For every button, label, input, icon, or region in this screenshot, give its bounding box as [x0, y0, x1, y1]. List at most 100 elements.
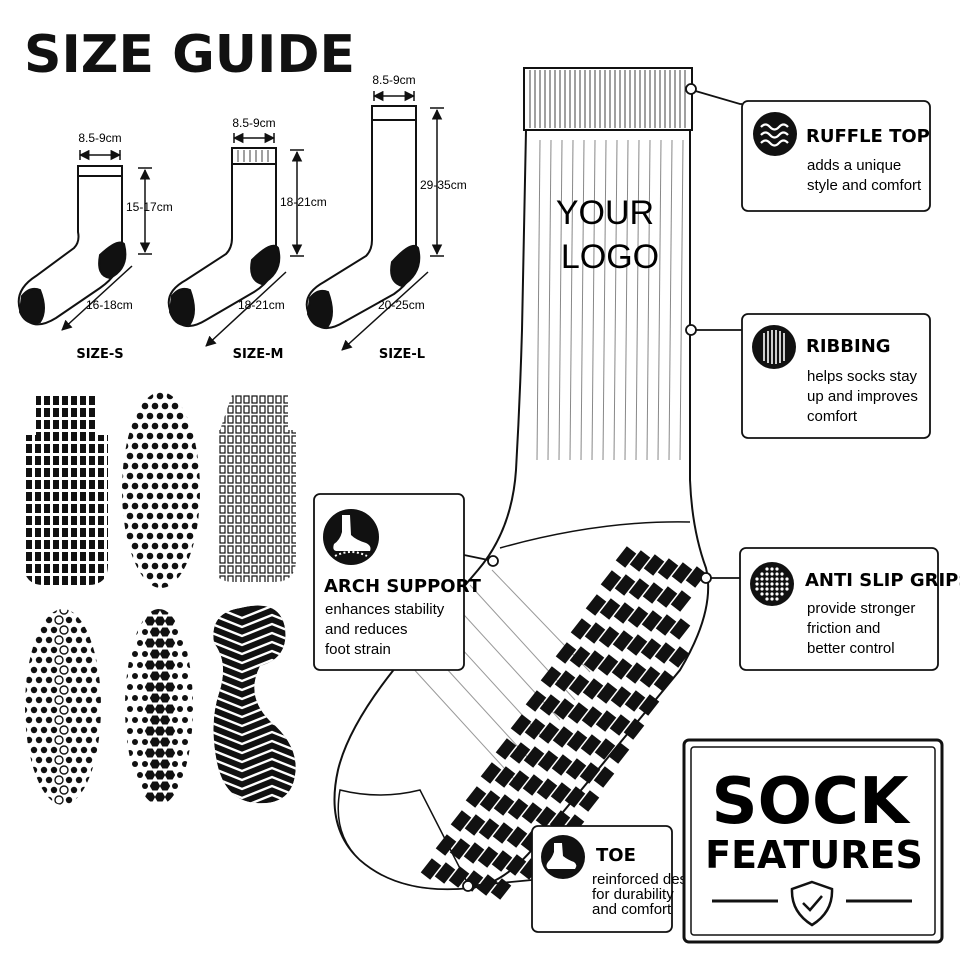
- grip-block: [44, 528, 50, 537]
- grip-dot: [90, 726, 98, 734]
- icon-dot: [765, 582, 769, 586]
- grip-block: [521, 802, 543, 824]
- grip-block: [599, 598, 621, 620]
- grip-block-outline: [267, 505, 274, 514]
- grip-block: [614, 574, 636, 596]
- grip-block: [26, 588, 32, 597]
- grip-dot: [171, 482, 179, 490]
- grip-block: [53, 444, 59, 453]
- grip-block-outline: [251, 425, 258, 434]
- grip-block-outline: [291, 565, 296, 574]
- grip-dot: [187, 706, 193, 712]
- grip-dot: [151, 462, 159, 470]
- grip-ring: [59, 765, 69, 775]
- grip-block-outline: [267, 395, 274, 404]
- grip-pattern-chevrons: [213, 605, 296, 804]
- grip-hexagon: [144, 748, 156, 758]
- grip-block: [507, 798, 529, 820]
- grip-block-outline: [275, 545, 282, 554]
- grip-hexagon: [164, 792, 176, 802]
- grip-chevron: [213, 766, 296, 782]
- grip-dot: [191, 462, 199, 470]
- grip-dot: [40, 726, 48, 734]
- grip-block: [98, 528, 104, 537]
- grip-block: [98, 492, 104, 501]
- shield-check-icon: [790, 880, 834, 927]
- grip-block: [80, 468, 86, 477]
- grip-dot: [177, 662, 183, 668]
- grip-block: [26, 516, 32, 525]
- icon-dot: [765, 587, 769, 591]
- grip-dot: [131, 422, 139, 430]
- size-m-label: SIZE-M: [233, 347, 284, 362]
- grip-block-outline: [291, 505, 296, 514]
- grip-block-outline: [251, 445, 258, 454]
- grip-block: [26, 480, 32, 489]
- grip-hexagon: [154, 682, 166, 692]
- grip-dot: [85, 776, 93, 784]
- grip-dot: [75, 716, 83, 724]
- grip-dot: [142, 651, 148, 657]
- grip-block-outline: [227, 445, 234, 454]
- grip-block: [89, 420, 95, 429]
- grip-block: [668, 646, 690, 668]
- grip-dot: [50, 766, 58, 774]
- grip-dot: [25, 616, 33, 624]
- grip-hexagon: [149, 781, 161, 791]
- grip-dot: [176, 492, 184, 500]
- grip-dot: [65, 736, 73, 744]
- grip-block: [44, 504, 50, 513]
- grip-block: [71, 540, 77, 549]
- grip-block: [53, 492, 59, 501]
- grip-block: [598, 626, 620, 648]
- grip-dot: [45, 676, 53, 684]
- grip-dot: [161, 522, 169, 530]
- grip-block: [642, 582, 664, 604]
- grip-block: [638, 694, 660, 716]
- grip-block: [98, 480, 104, 489]
- grip-dot: [166, 392, 174, 400]
- grip-block-outline: [243, 545, 250, 554]
- icon-dot: [770, 587, 774, 591]
- grip-block-outline: [251, 395, 258, 404]
- grip-dot: [177, 750, 183, 756]
- grip-dot: [90, 766, 98, 774]
- grip-dot: [186, 392, 194, 400]
- grip-block-outline: [283, 485, 290, 494]
- grip-dot: [35, 696, 43, 704]
- grip-dot: [186, 512, 194, 520]
- grip-block: [596, 682, 618, 704]
- grip-dot: [85, 736, 93, 744]
- grip-block-outline: [243, 535, 250, 544]
- grip-block: [71, 480, 77, 489]
- grip-block: [44, 588, 50, 597]
- feature-title: ANTI SLIP GRIPS: [805, 570, 960, 591]
- grip-dot: [141, 582, 149, 588]
- grip-block-outline: [243, 445, 250, 454]
- grip-block: [107, 552, 108, 561]
- grip-hexagon: [159, 715, 171, 725]
- grip-dot: [45, 796, 53, 804]
- grip-block-outline: [219, 495, 226, 504]
- grip-block: [71, 444, 77, 453]
- grip-dot: [161, 442, 169, 450]
- grip-block-outline: [291, 445, 296, 454]
- grip-block-outline: [267, 435, 274, 444]
- grip-block: [628, 578, 650, 600]
- grip-ring: [54, 635, 64, 645]
- grip-dot: [196, 572, 200, 580]
- grip-dot: [95, 796, 101, 804]
- grip-block: [53, 408, 59, 417]
- grip-dot: [25, 726, 28, 734]
- grip-dot: [25, 786, 28, 794]
- grip-block: [656, 586, 678, 608]
- grip-block: [26, 492, 32, 501]
- grip-hexagon: [144, 660, 156, 670]
- grip-dot: [132, 673, 138, 679]
- grip-block: [26, 456, 32, 465]
- grip-block-outline: [243, 465, 250, 474]
- grip-block: [26, 420, 32, 429]
- grip-dot: [186, 572, 194, 580]
- grip-dot: [122, 532, 124, 540]
- grip-block-outline: [227, 575, 234, 582]
